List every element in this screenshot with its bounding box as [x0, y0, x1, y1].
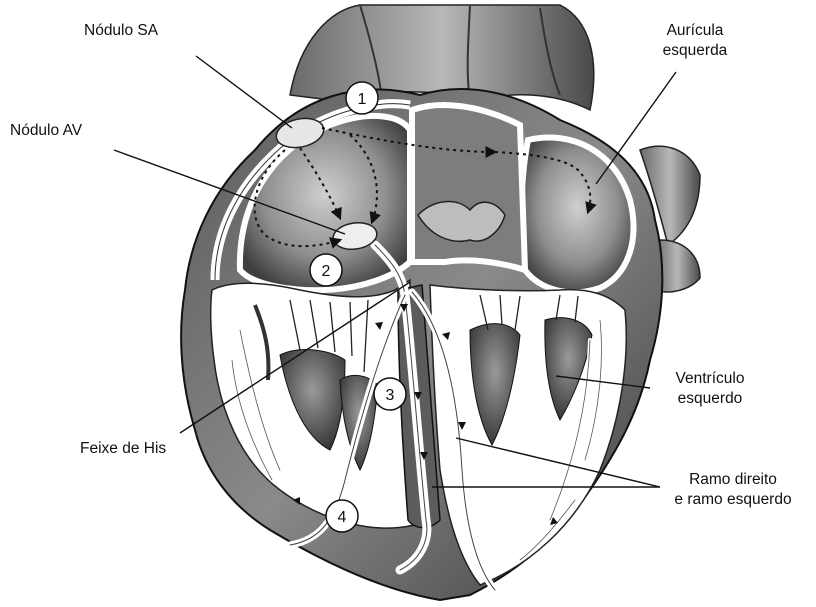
label-left-ventricle-line2: esquerdo [655, 389, 765, 409]
label-bundle-branches: Ramo direito e ramo esquerdo [658, 470, 808, 510]
marker-2: 2 [310, 254, 342, 286]
label-left-ventricle: Ventrículo esquerdo [655, 369, 765, 409]
label-bundle-branches-line2: e ramo esquerdo [658, 490, 808, 510]
label-left-atrium: Aurícula esquerda [640, 21, 750, 61]
label-sa-node: Nódulo SA [84, 21, 158, 41]
marker-3: 3 [374, 378, 406, 410]
marker-1: 1 [346, 82, 378, 114]
marker-4: 4 [326, 500, 358, 532]
marker-1-label: 1 [358, 91, 367, 108]
label-left-atrium-line1: Aurícula [640, 21, 750, 41]
leader-sa-node [196, 56, 292, 128]
marker-3-label: 3 [386, 387, 395, 404]
label-av-node: Nódulo AV [10, 121, 82, 141]
label-bundle-of-his: Feixe de His [80, 439, 166, 459]
marker-2-label: 2 [322, 263, 331, 280]
marker-4-label: 4 [338, 509, 347, 526]
label-bundle-branches-line1: Ramo direito [658, 470, 808, 490]
label-left-ventricle-line1: Ventrículo [655, 369, 765, 389]
label-left-atrium-line2: esquerda [640, 41, 750, 61]
